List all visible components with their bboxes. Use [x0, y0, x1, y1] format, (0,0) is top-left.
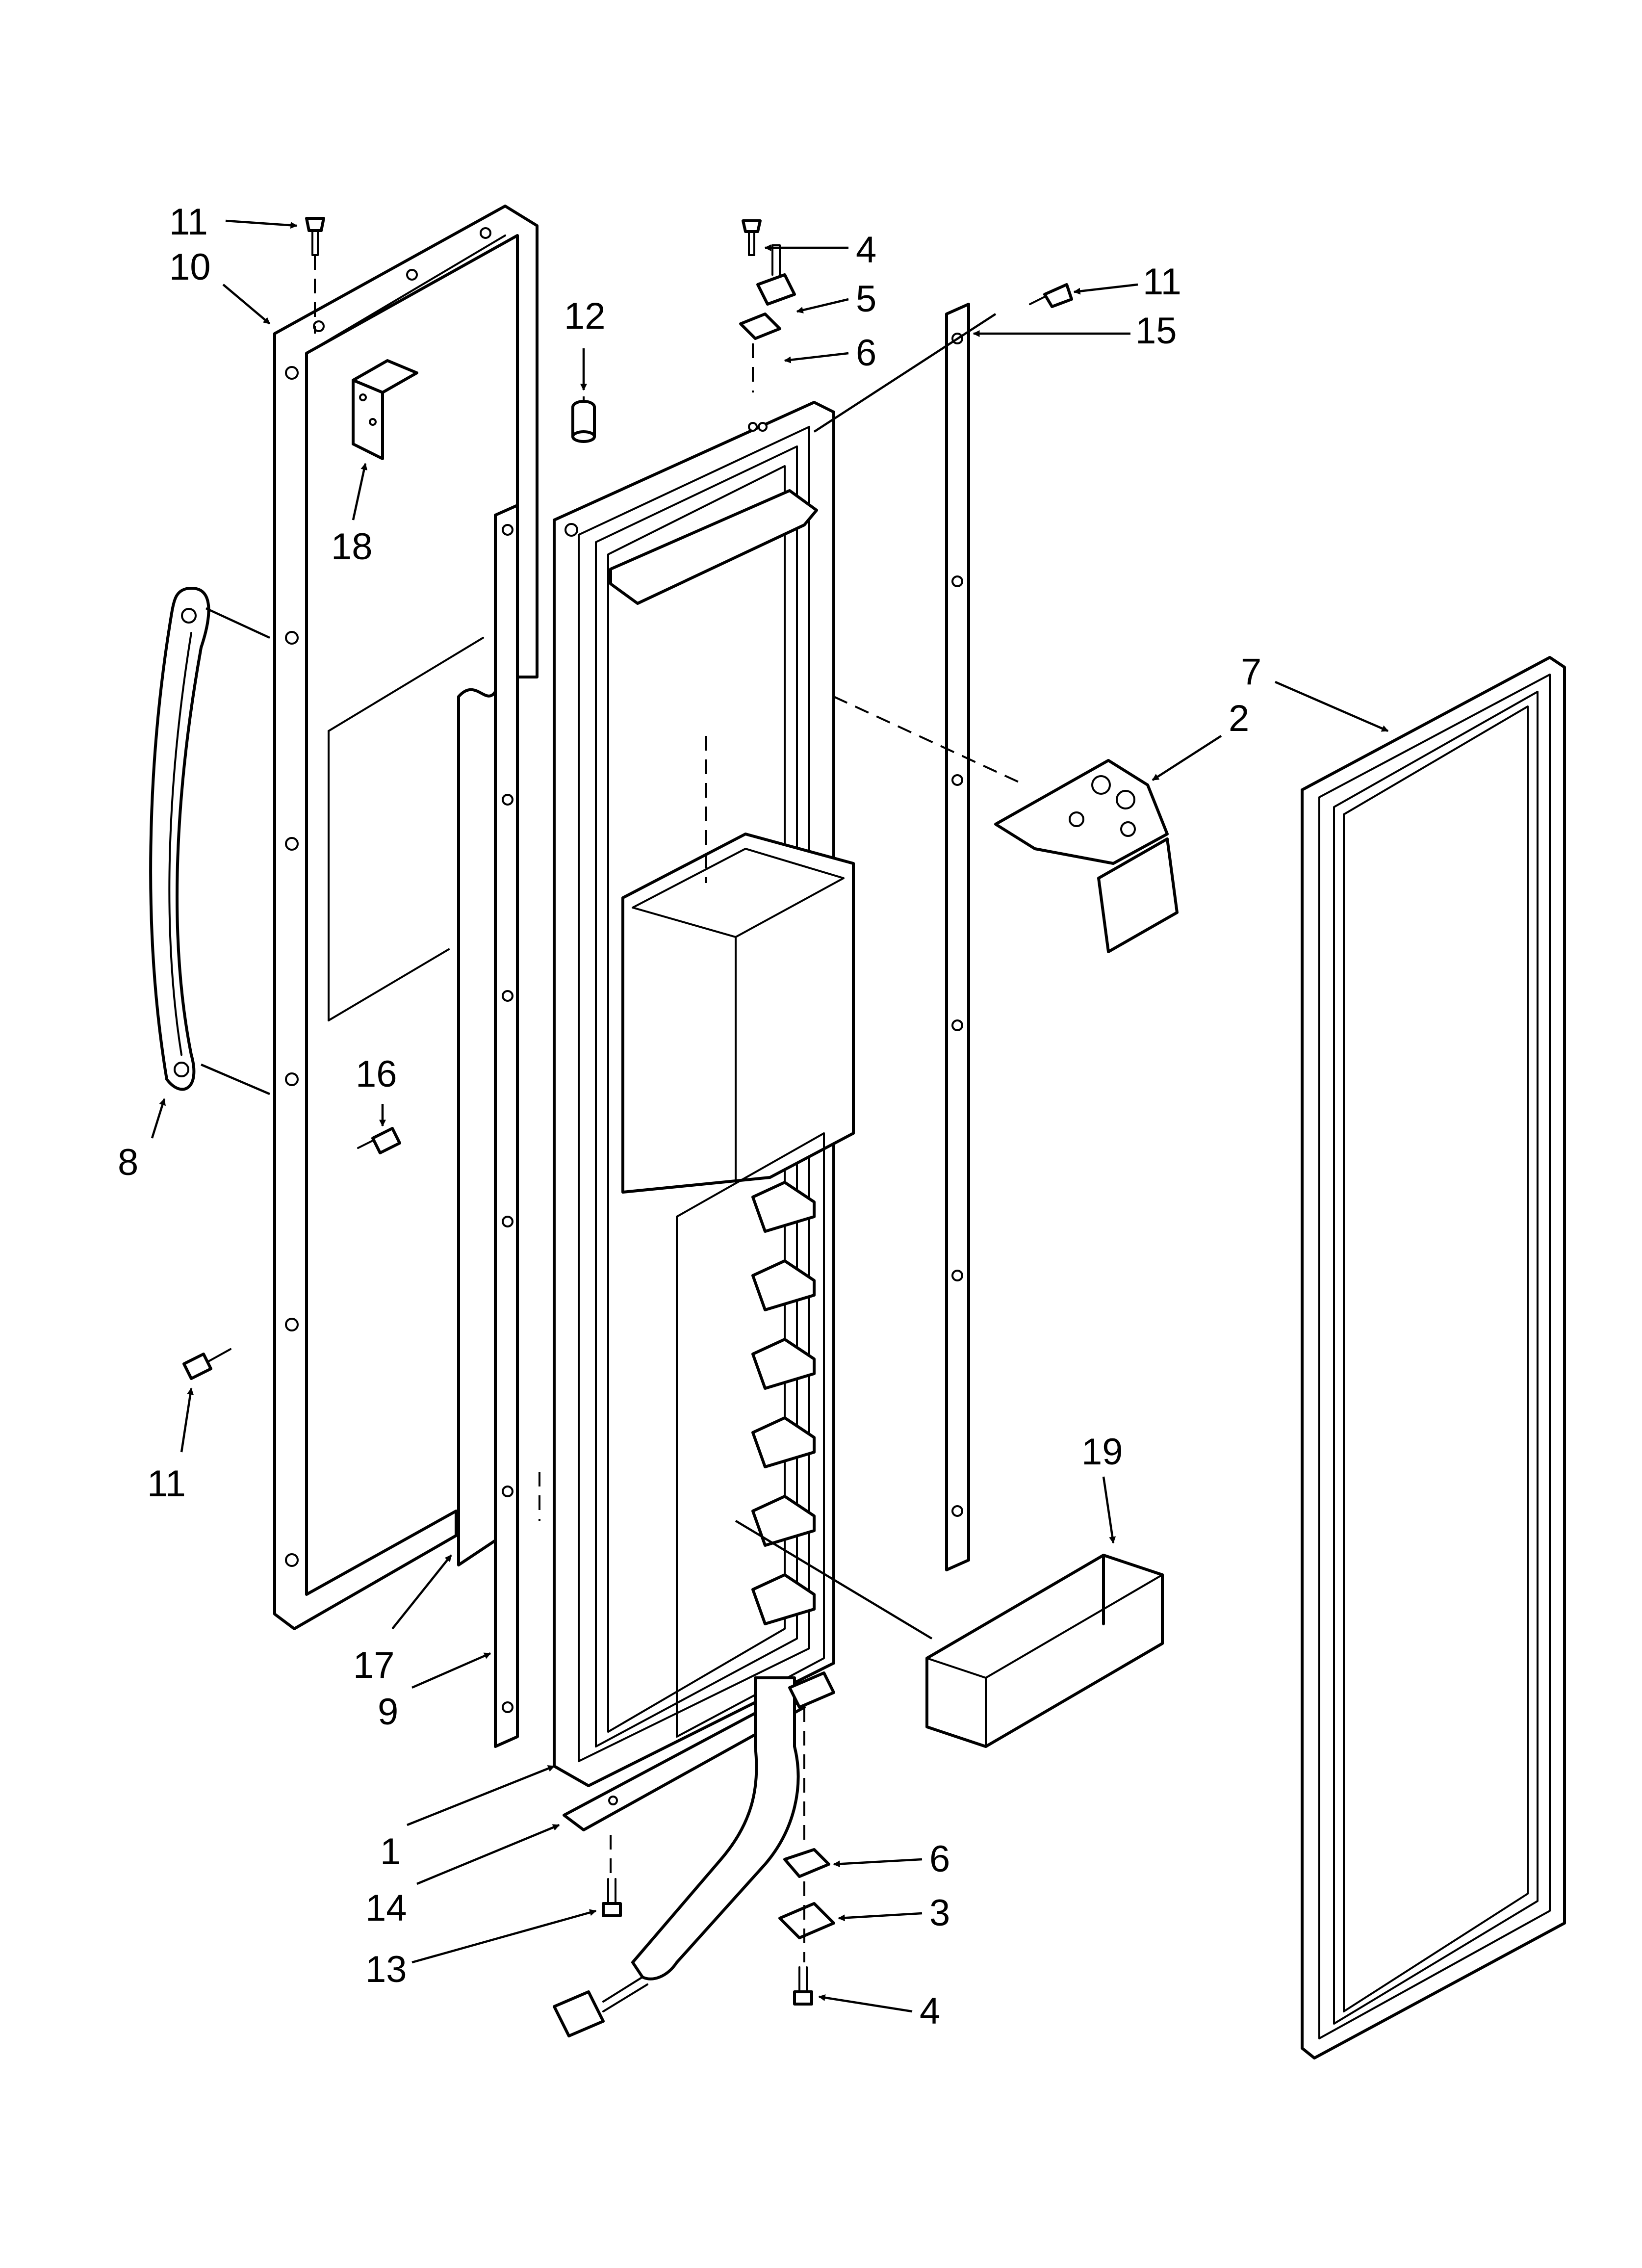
screw-4-top: [742, 219, 762, 256]
screw-16: [357, 1127, 401, 1154]
callout-14: 14: [365, 1887, 407, 1929]
callout-15: 15: [1135, 310, 1177, 352]
callout-8: 8: [118, 1142, 138, 1183]
callout-7: 7: [1241, 651, 1261, 693]
bracket-18: [352, 359, 418, 460]
callout-19: 19: [1081, 1431, 1123, 1473]
shim-6-top: [739, 313, 781, 340]
callout-11-top: 11: [169, 201, 208, 243]
shim-6-bottom: [783, 1848, 830, 1878]
door-bin-19: [925, 1554, 1164, 1748]
callout-9: 9: [378, 1691, 398, 1733]
water-line-harness: [553, 1671, 835, 2037]
screw-13: [602, 1878, 622, 1917]
gasket-7: [1301, 656, 1566, 2059]
hinge-3: [778, 1902, 835, 1939]
hinge-pin-5: [756, 244, 796, 306]
callout-11-left: 11: [147, 1463, 186, 1505]
access-cover-10: [273, 205, 539, 1630]
screw-4-bottom: [793, 1966, 813, 2006]
callout-5: 5: [856, 278, 876, 320]
trim-strip-9: [494, 504, 519, 1748]
assembly-lines: [314, 255, 1026, 1962]
insulation-panel-17: [457, 688, 497, 1566]
bumper-12: [571, 400, 596, 443]
callout-16: 16: [356, 1053, 397, 1095]
trim-strip-15: [945, 303, 970, 1571]
callout-18: 18: [331, 526, 373, 568]
callout-6-top: 6: [856, 332, 876, 374]
callout-4-bottom: 4: [920, 1990, 940, 2032]
callout-13: 13: [365, 1949, 407, 1990]
callout-4-top: 4: [856, 229, 876, 271]
handle-8: [149, 587, 270, 1095]
screw-11-top: [305, 217, 325, 256]
screw-11-left: [182, 1348, 231, 1380]
callout-2: 2: [1229, 698, 1249, 739]
callout-12: 12: [564, 295, 606, 337]
screw-11-right: [1029, 283, 1073, 308]
freezer-door-1: [553, 401, 855, 1787]
callout-10: 10: [169, 246, 211, 288]
hinge-plate-2: [994, 759, 1179, 953]
callout-labels: 11 10 4 5 6 11 15 12 18 7 2 16 8 11 19 1…: [118, 201, 1261, 2032]
callout-1: 1: [380, 1831, 401, 1873]
callout-3: 3: [929, 1892, 950, 1934]
callout-6-bottom: 6: [929, 1838, 950, 1880]
callout-11-right: 11: [1143, 261, 1181, 303]
callout-17: 17: [353, 1644, 395, 1686]
callout-leaders: [151, 219, 1389, 2013]
